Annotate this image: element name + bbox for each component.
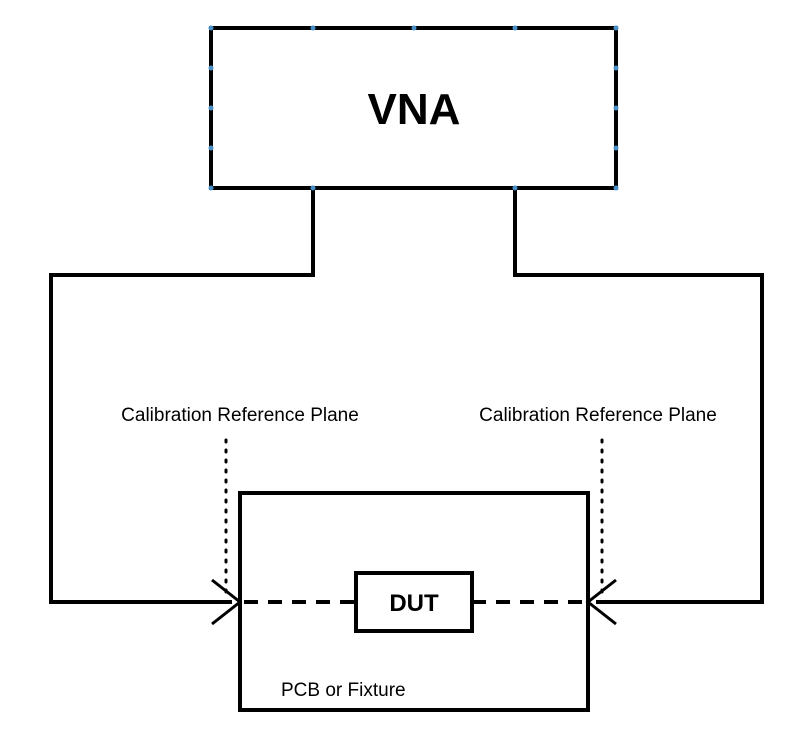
fixture-label: PCB or Fixture [281, 680, 406, 701]
selection-handle [208, 185, 214, 191]
right-reference-plane-label: Calibration Reference Plane [479, 405, 717, 426]
selection-handle [208, 25, 214, 31]
right-cable [513, 188, 764, 604]
dut-label: DUT [389, 590, 439, 617]
selection-handle [613, 105, 619, 111]
vna-label: VNA [368, 85, 461, 134]
selection-handle [613, 65, 619, 71]
selection-handle [208, 65, 214, 71]
selection-handle [512, 25, 518, 31]
selection-handle [512, 185, 518, 191]
selection-handle [310, 25, 316, 31]
selection-handle [208, 105, 214, 111]
selection-handle [310, 185, 316, 191]
left-cable [49, 188, 315, 604]
dut-box[interactable] [354, 571, 474, 633]
left-arrowhead [211, 578, 243, 626]
left-reference-plane-label: Calibration Reference Plane [121, 405, 359, 426]
selection-handle [613, 185, 619, 191]
selection-handle [208, 145, 214, 151]
selection-handle [613, 145, 619, 151]
selection-handle [411, 25, 417, 31]
selection-handle [613, 25, 619, 31]
right-arrowhead [585, 578, 617, 626]
vna-selection-handles [208, 25, 619, 191]
